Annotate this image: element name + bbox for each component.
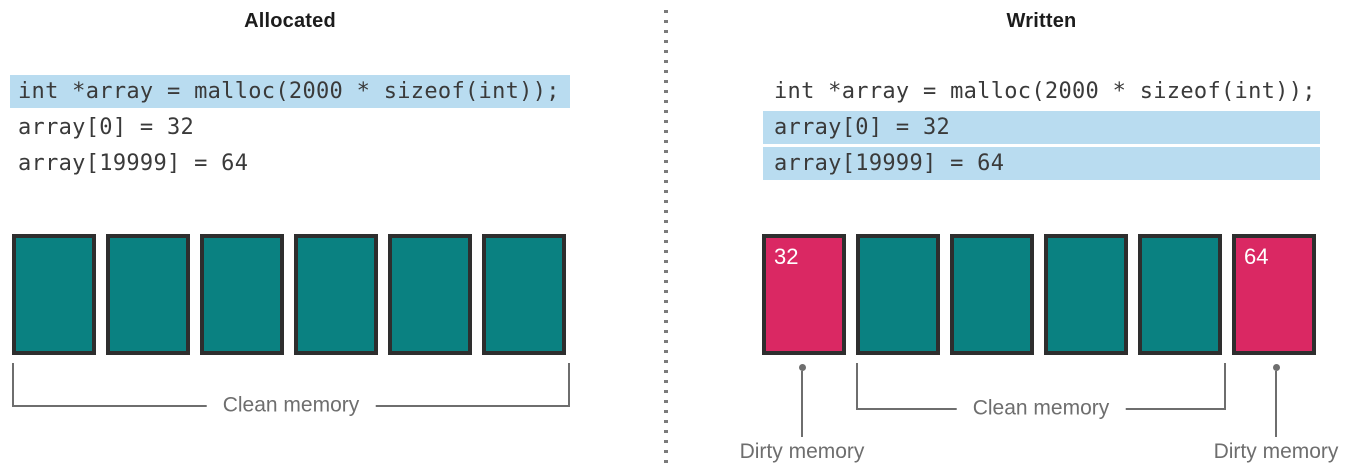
dirty-memory-label: Dirty memory bbox=[1213, 440, 1339, 463]
code-line-malloc: int *array = malloc(2000 * sizeof(int)); bbox=[774, 79, 1316, 104]
memory-box-clean bbox=[1138, 234, 1222, 355]
memory-box-clean bbox=[482, 234, 566, 355]
clean-memory-label: Clean memory bbox=[956, 395, 1126, 421]
clean-memory-bracket-right: Clean memory bbox=[856, 363, 1226, 421]
code-line-array0: array[0] = 32 bbox=[763, 111, 1320, 144]
memory-box-clean bbox=[106, 234, 190, 355]
written-memory-row: 32 64 bbox=[762, 234, 1316, 355]
code-line-array19999: array[19999] = 64 bbox=[18, 151, 249, 176]
code-line-array19999: array[19999] = 64 bbox=[763, 147, 1320, 180]
memory-box-clean bbox=[12, 234, 96, 355]
memory-box-clean bbox=[200, 234, 284, 355]
memory-box-clean bbox=[950, 234, 1034, 355]
memory-box-clean bbox=[856, 234, 940, 355]
dotted-divider bbox=[664, 10, 668, 466]
memory-box-clean bbox=[1044, 234, 1128, 355]
clean-memory-label: Clean memory bbox=[206, 392, 376, 418]
pointer-line bbox=[801, 371, 803, 437]
memory-box-clean bbox=[388, 234, 472, 355]
written-code-block: int *array = malloc(2000 * sizeof(int));… bbox=[763, 75, 1320, 183]
code-line-array0: array[0] = 32 bbox=[18, 115, 195, 140]
pointer-dot bbox=[799, 364, 806, 371]
pointer-line bbox=[1275, 371, 1277, 437]
written-title: Written bbox=[1006, 10, 1077, 32]
memory-box-clean bbox=[294, 234, 378, 355]
pointer-dot bbox=[1273, 364, 1280, 371]
dirty-box-value: 64 bbox=[1244, 244, 1269, 269]
clean-memory-bracket-left: Clean memory bbox=[12, 363, 570, 418]
allocated-memory-row bbox=[12, 234, 566, 355]
allocated-code-block: int *array = malloc(2000 * sizeof(int));… bbox=[10, 75, 570, 183]
code-line-malloc: int *array = malloc(2000 * sizeof(int)); bbox=[10, 75, 570, 108]
memory-box-dirty: 32 bbox=[762, 234, 846, 355]
dirty-box-value: 32 bbox=[774, 244, 799, 269]
allocated-title: Allocated bbox=[244, 10, 336, 32]
memory-box-dirty: 64 bbox=[1232, 234, 1316, 355]
dirty-memory-label: Dirty memory bbox=[739, 440, 865, 463]
